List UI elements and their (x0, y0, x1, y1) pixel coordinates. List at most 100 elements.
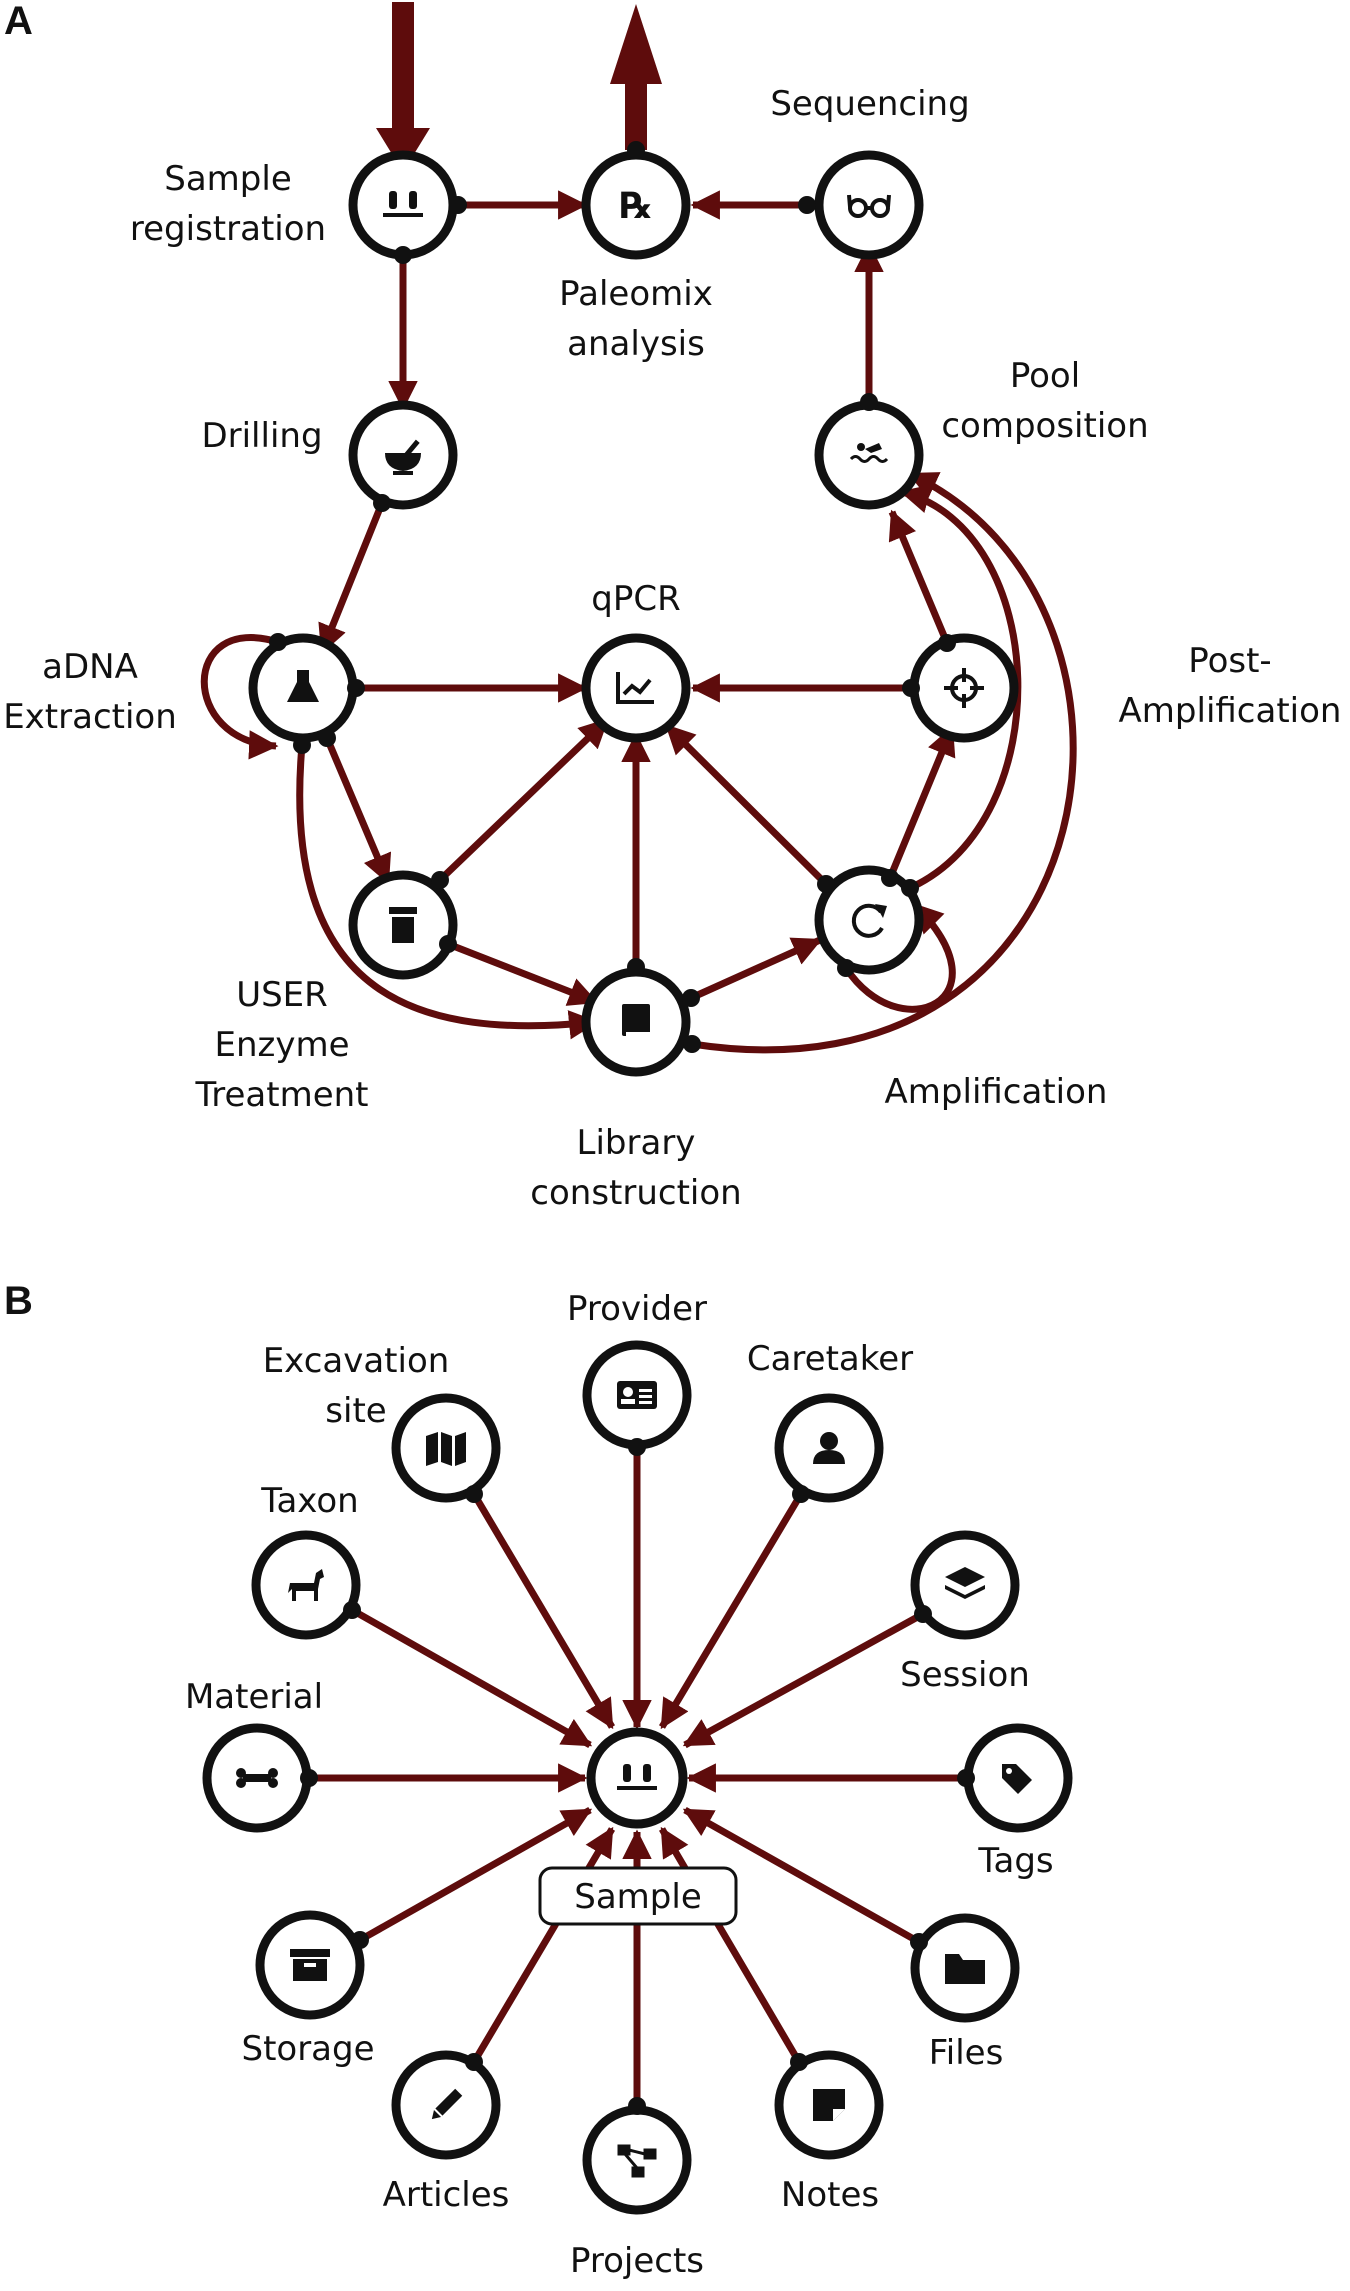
label-user-enzyme-treatment-line: USER (236, 975, 328, 1015)
glasses-icon (847, 194, 891, 218)
book-icon (622, 1004, 650, 1038)
label-post-amplification: Post- Amplification (1119, 641, 1342, 731)
node-excavation-site (391, 1393, 501, 1503)
dot (628, 2097, 646, 2115)
dot (300, 1769, 318, 1787)
label-post-amplification-line: Post- (1188, 641, 1271, 681)
dot (343, 1601, 361, 1619)
label-provider: Provider (567, 1289, 707, 1329)
label-storage-line: Storage (241, 2029, 374, 2069)
label-projects-line: Projects (570, 2241, 704, 2281)
label-storage: Storage (241, 2029, 374, 2069)
label-sequencing-line: Sequencing (770, 84, 969, 124)
label-provider-line: Provider (567, 1289, 707, 1329)
label-paleomix-analysis-line: analysis (567, 324, 705, 364)
node-post-amplification (909, 633, 1019, 743)
user-icon (813, 1432, 845, 1464)
node-user-enzyme (348, 870, 458, 980)
dot (683, 1035, 701, 1053)
label-amplification: Amplification (885, 1072, 1108, 1112)
layers-icon (945, 1567, 985, 1599)
label-taxon: Taxon (260, 1481, 358, 1521)
edge-caretaker-sample (658, 1492, 805, 1730)
dot (465, 2053, 483, 2071)
label-files-line: Files (929, 2033, 1004, 2073)
label-articles: Articles (383, 2175, 510, 2215)
node-tags (963, 1723, 1073, 1833)
dot (914, 1605, 932, 1623)
dot (792, 1485, 810, 1503)
dot (431, 871, 449, 889)
dot (881, 869, 899, 887)
dot (439, 935, 457, 953)
mortar-pestle-icon (385, 439, 421, 475)
label-sequencing: Sequencing (770, 84, 969, 124)
panel-a-nodes: ℞ (248, 150, 1019, 1077)
label-caretaker-line: Caretaker (747, 1339, 913, 1379)
node-material (202, 1723, 312, 1833)
edge-taxon-sample (350, 1606, 593, 1749)
edge-user-qpcr (437, 717, 610, 883)
dot (901, 879, 919, 897)
node-files (910, 1913, 1020, 2023)
test-tubes-icon (617, 1764, 657, 1790)
bone-icon (236, 1768, 278, 1788)
redo-arrow-icon (851, 903, 887, 938)
dot (837, 959, 855, 977)
panel-a-letter: A (4, 0, 33, 43)
node-sequencing (814, 150, 924, 260)
prescription-rx-icon: ℞ (620, 186, 652, 227)
label-drilling-line: Drilling (201, 416, 322, 456)
label-post-amplification-line: Amplification (1119, 691, 1342, 731)
label-adna-extraction-line: Extraction (3, 697, 177, 737)
node-sample-registration (348, 150, 458, 260)
label-library-construction-line: Library (577, 1123, 696, 1163)
label-session: Session (900, 1655, 1030, 1695)
prescription-bottle-icon (389, 907, 417, 943)
label-session-line: Session (900, 1655, 1030, 1695)
dot (373, 494, 391, 512)
dot (902, 679, 920, 697)
crosshairs-icon (944, 668, 984, 708)
dot (449, 196, 467, 214)
flask-icon (287, 670, 319, 702)
edge-library-pool (691, 470, 1077, 1054)
dot (347, 679, 365, 697)
edge-session-sample (682, 1610, 925, 1749)
dot (957, 1769, 975, 1787)
label-paleomix-analysis-line: Paleomix (559, 274, 713, 314)
node-provider (582, 1340, 692, 1450)
dot (817, 875, 835, 893)
label-material: Material (185, 1677, 323, 1717)
panel-b-connection-dots (300, 1438, 975, 2115)
dot (938, 634, 956, 652)
label-sample-registration-line: Sample (164, 159, 291, 199)
label-library-construction-line: construction (530, 1173, 741, 1213)
edge-amp-selfloop (843, 902, 956, 1013)
label-amplification-line: Amplification (885, 1072, 1108, 1112)
label-notes-line: Notes (781, 2175, 879, 2215)
label-qpcr-line: qPCR (591, 579, 680, 619)
label-tags: Tags (977, 1841, 1053, 1881)
label-material-line: Material (185, 1677, 323, 1717)
label-notes: Notes (781, 2175, 879, 2215)
label-qpcr: qPCR (591, 579, 680, 619)
label-articles-line: Articles (383, 2175, 510, 2215)
node-sample-center (586, 1727, 688, 1829)
node-projects (582, 2105, 692, 2215)
node-drilling (348, 400, 458, 510)
tags-icon (1002, 1764, 1032, 1794)
dot (860, 393, 878, 411)
edge-library-amp (689, 936, 823, 1002)
label-adna-extraction-line: aDNA (42, 647, 138, 687)
label-library-construction: Library construction (530, 1123, 741, 1213)
input-arrowhead (376, 128, 430, 172)
swimmer-icon (849, 443, 889, 463)
edge-amp-qpcr (664, 723, 829, 887)
node-storage (255, 1910, 365, 2020)
panel-b-nodes (202, 1340, 1073, 2215)
